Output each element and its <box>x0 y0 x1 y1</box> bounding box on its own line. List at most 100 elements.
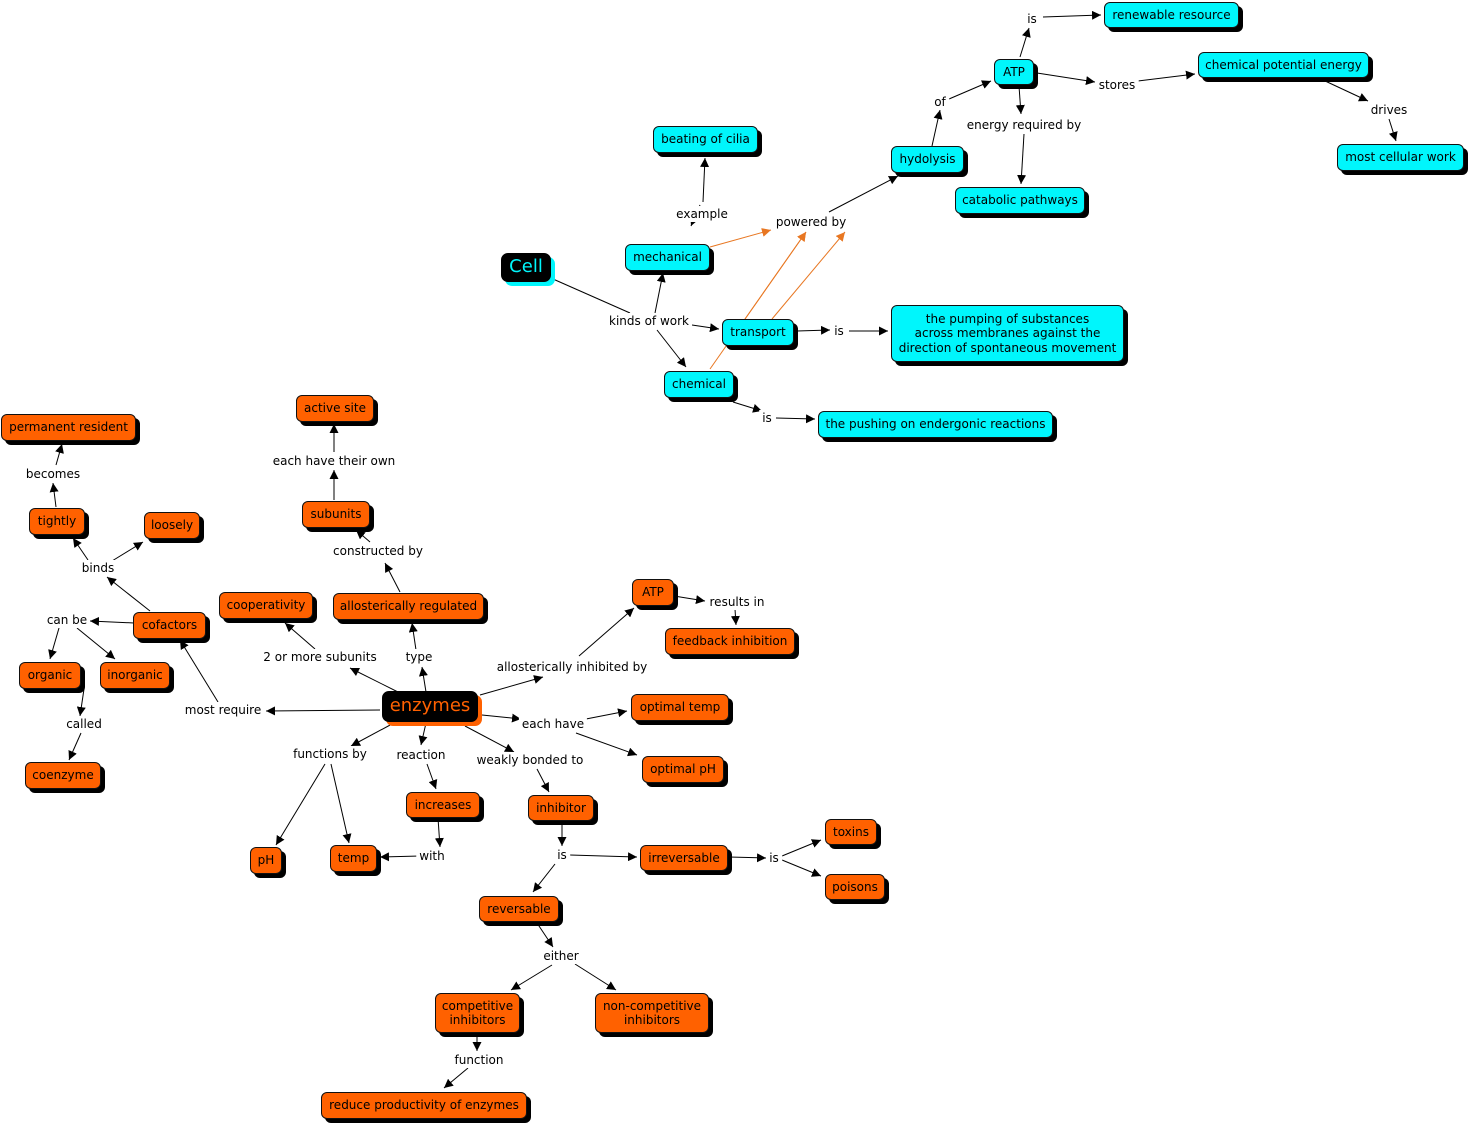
node-beating-of-cilia[interactable]: beating of cilia <box>653 126 758 153</box>
edge-12 <box>948 80 992 100</box>
edge-23 <box>732 401 763 413</box>
edge-66 <box>68 732 82 761</box>
node-pumping-of-substances[interactable]: the pumping of substances across membran… <box>891 305 1124 362</box>
edge-50 <box>574 963 617 991</box>
edge-59 <box>330 763 352 844</box>
link-is-atp[interactable]: is <box>1024 11 1040 27</box>
node-most-cellular-work[interactable]: most cellular work <box>1337 144 1464 171</box>
link-constructed-by[interactable]: constructed by <box>330 543 426 559</box>
edge-52 <box>443 1067 469 1089</box>
link-energy-required-by[interactable]: energy required by <box>963 117 1085 133</box>
edge-21 <box>796 325 831 335</box>
node-allosterically-regulated[interactable]: allosterically regulated <box>333 593 484 620</box>
link-with[interactable]: with <box>416 848 448 864</box>
node-enzymes[interactable]: enzymes <box>382 691 478 722</box>
edge-65 <box>76 688 86 717</box>
link-can-be[interactable]: can be <box>43 612 91 628</box>
edge-40 <box>464 725 515 753</box>
edge-44 <box>728 853 767 863</box>
node-competitive-inhibitors[interactable]: competitive inhibitors <box>435 993 520 1033</box>
edge-28 <box>355 529 371 543</box>
edge-62 <box>89 616 135 626</box>
link-results-in[interactable]: results in <box>706 594 768 610</box>
node-mechanical[interactable]: mechanical <box>625 244 710 271</box>
node-feedback-inhibition[interactable]: feedback inhibition <box>665 628 795 655</box>
link-each-have-their-own[interactable]: each have their own <box>269 453 399 469</box>
edge-19 <box>1015 85 1025 115</box>
node-cofactors[interactable]: cofactors <box>133 612 206 639</box>
link-is-transport[interactable]: is <box>831 323 847 339</box>
edge-69 <box>111 541 144 562</box>
link-drives[interactable]: drives <box>1367 102 1411 118</box>
edge-38 <box>585 708 628 720</box>
node-optimal-ph[interactable]: optimal pH <box>642 756 724 783</box>
node-poisons[interactable]: poisons <box>825 874 885 900</box>
link-becomes[interactable]: becomes <box>22 466 84 482</box>
node-pushing-endergonic[interactable]: the pushing on endergonic reactions <box>818 411 1053 438</box>
edge-49 <box>510 964 553 991</box>
node-optimal-temp[interactable]: optimal temp <box>631 694 729 721</box>
node-catabolic-pathways[interactable]: catabolic pathways <box>955 187 1085 214</box>
link-is-irreversable[interactable]: is <box>766 850 782 866</box>
edge-14 <box>1042 10 1102 20</box>
link-reaction[interactable]: reaction <box>393 747 449 763</box>
node-ph[interactable]: pH <box>250 847 282 874</box>
node-hydrolysis[interactable]: hydolysis <box>891 146 964 173</box>
node-reversable[interactable]: reversable <box>479 896 559 922</box>
node-inhibitor[interactable]: inhibitor <box>528 795 594 821</box>
link-is-chemical[interactable]: is <box>759 410 775 426</box>
node-chemical[interactable]: chemical <box>664 371 734 398</box>
link-type[interactable]: type <box>402 649 436 665</box>
node-active-site[interactable]: active site <box>296 395 374 422</box>
link-allosterically-inhibited-by[interactable]: allosterically inhibited by <box>493 659 651 675</box>
link-example[interactable]: example <box>673 206 731 222</box>
edge-11 <box>931 109 943 147</box>
node-inorganic[interactable]: inorganic <box>100 662 170 689</box>
node-transport[interactable]: transport <box>722 319 794 346</box>
node-reduce-productivity[interactable]: reduce productivity of enzymes <box>321 1092 527 1119</box>
edge-57 <box>350 723 393 747</box>
link-each-have[interactable]: each have <box>518 716 588 732</box>
node-organic[interactable]: organic <box>19 662 81 689</box>
node-cooperativity[interactable]: cooperativity <box>219 592 313 619</box>
node-noncompetitive-inhibitors[interactable]: non-competitive inhibitors <box>595 993 709 1033</box>
link-stores[interactable]: stores <box>1095 77 1139 93</box>
link-function[interactable]: function <box>451 1052 507 1068</box>
link-of[interactable]: of <box>931 94 949 110</box>
edge-41 <box>536 768 550 793</box>
node-increases[interactable]: increases <box>406 792 480 818</box>
edge-13 <box>1019 27 1031 58</box>
link-weakly-bonded-to[interactable]: weakly bonded to <box>473 752 587 768</box>
node-loosely[interactable]: loosely <box>144 512 200 539</box>
node-subunits[interactable]: subunits <box>302 501 370 528</box>
link-called[interactable]: called <box>63 716 105 732</box>
edge-18 <box>1388 118 1398 142</box>
node-chemical-potential-energy[interactable]: chemical potential energy <box>1198 52 1369 78</box>
edge-6 <box>709 228 772 248</box>
edge-29 <box>418 666 428 693</box>
edge-17 <box>1322 79 1369 102</box>
edge-48 <box>536 922 554 948</box>
link-either[interactable]: either <box>540 948 582 964</box>
node-cell[interactable]: Cell <box>501 253 551 282</box>
node-temp[interactable]: temp <box>330 845 377 872</box>
node-permanent-resident[interactable]: permanent resident <box>1 414 136 441</box>
edge-5 <box>700 157 710 203</box>
node-irreversable[interactable]: irreversable <box>640 845 728 871</box>
edge-15 <box>1036 72 1096 86</box>
link-binds[interactable]: binds <box>78 560 118 576</box>
link-powered-by[interactable]: powered by <box>772 214 850 230</box>
node-toxins[interactable]: toxins <box>825 819 877 845</box>
edge-3 <box>691 323 720 333</box>
link-two-or-more-subunits[interactable]: 2 or more subunits <box>260 649 380 665</box>
node-coenzyme[interactable]: coenzyme <box>25 762 101 789</box>
link-is-inhibitor[interactable]: is <box>554 847 570 863</box>
node-tightly[interactable]: tightly <box>29 508 85 535</box>
node-atp-energy[interactable]: ATP <box>994 59 1034 85</box>
link-functions-by[interactable]: functions by <box>290 746 370 762</box>
edge-55 <box>434 817 444 848</box>
node-atp-inhibitor[interactable]: ATP <box>632 579 674 606</box>
link-most-require[interactable]: most require <box>181 702 265 718</box>
link-kinds-of-work[interactable]: kinds of work <box>606 313 692 329</box>
node-renewable-resource[interactable]: renewable resource <box>1104 2 1239 28</box>
